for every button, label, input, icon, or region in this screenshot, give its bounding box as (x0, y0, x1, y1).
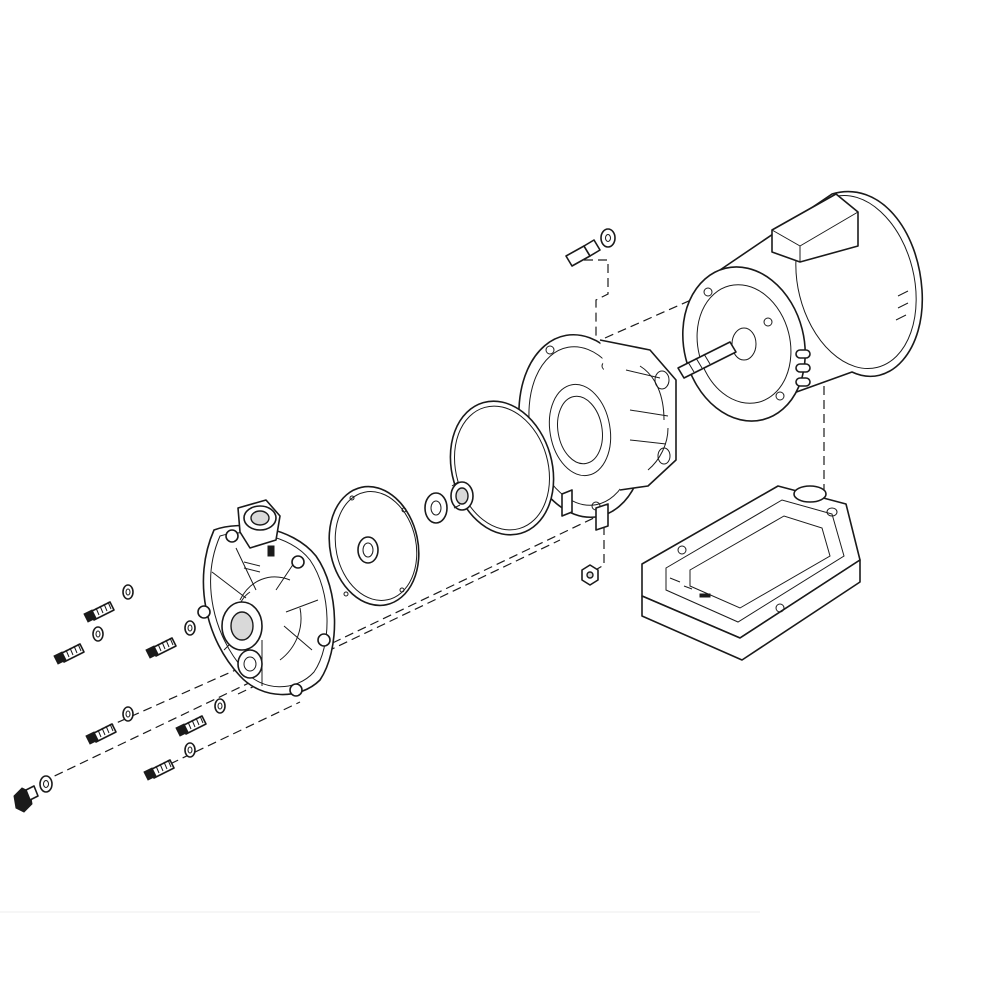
drain-plug-gasket-icon (39, 775, 53, 793)
housing-bolt-6 (143, 759, 175, 781)
housing-bolt-5 (175, 715, 207, 737)
housing-bolt-2 (53, 643, 85, 665)
motor-bolt-icon (565, 239, 601, 267)
pump-housing-icon (197, 499, 336, 697)
shaft-seal-icon (424, 481, 474, 524)
washer-6 (184, 742, 196, 758)
housing-bolt-3 (145, 637, 177, 659)
housing-bolt-4 (85, 723, 117, 745)
motor-icon (677, 190, 924, 422)
washer-2 (92, 626, 104, 642)
o-ring-icon (449, 400, 555, 536)
housing-bolt-1 (83, 601, 115, 623)
washer-4 (122, 706, 134, 722)
base-nut-icon (581, 564, 599, 586)
guide-line-lower-bolt (169, 701, 301, 765)
drain-plug-icon (13, 785, 39, 813)
motor-washer-icon (600, 228, 616, 248)
washer-5 (214, 698, 226, 714)
washer-3 (184, 620, 196, 636)
motor-base-icon (641, 485, 861, 661)
guide-line-upper-bolt (104, 667, 241, 729)
washer-1 (122, 584, 134, 600)
guide-line-motor-bolt (584, 259, 609, 336)
diffuser-icon (328, 485, 420, 607)
guide-line-motor-shaft (604, 295, 701, 339)
